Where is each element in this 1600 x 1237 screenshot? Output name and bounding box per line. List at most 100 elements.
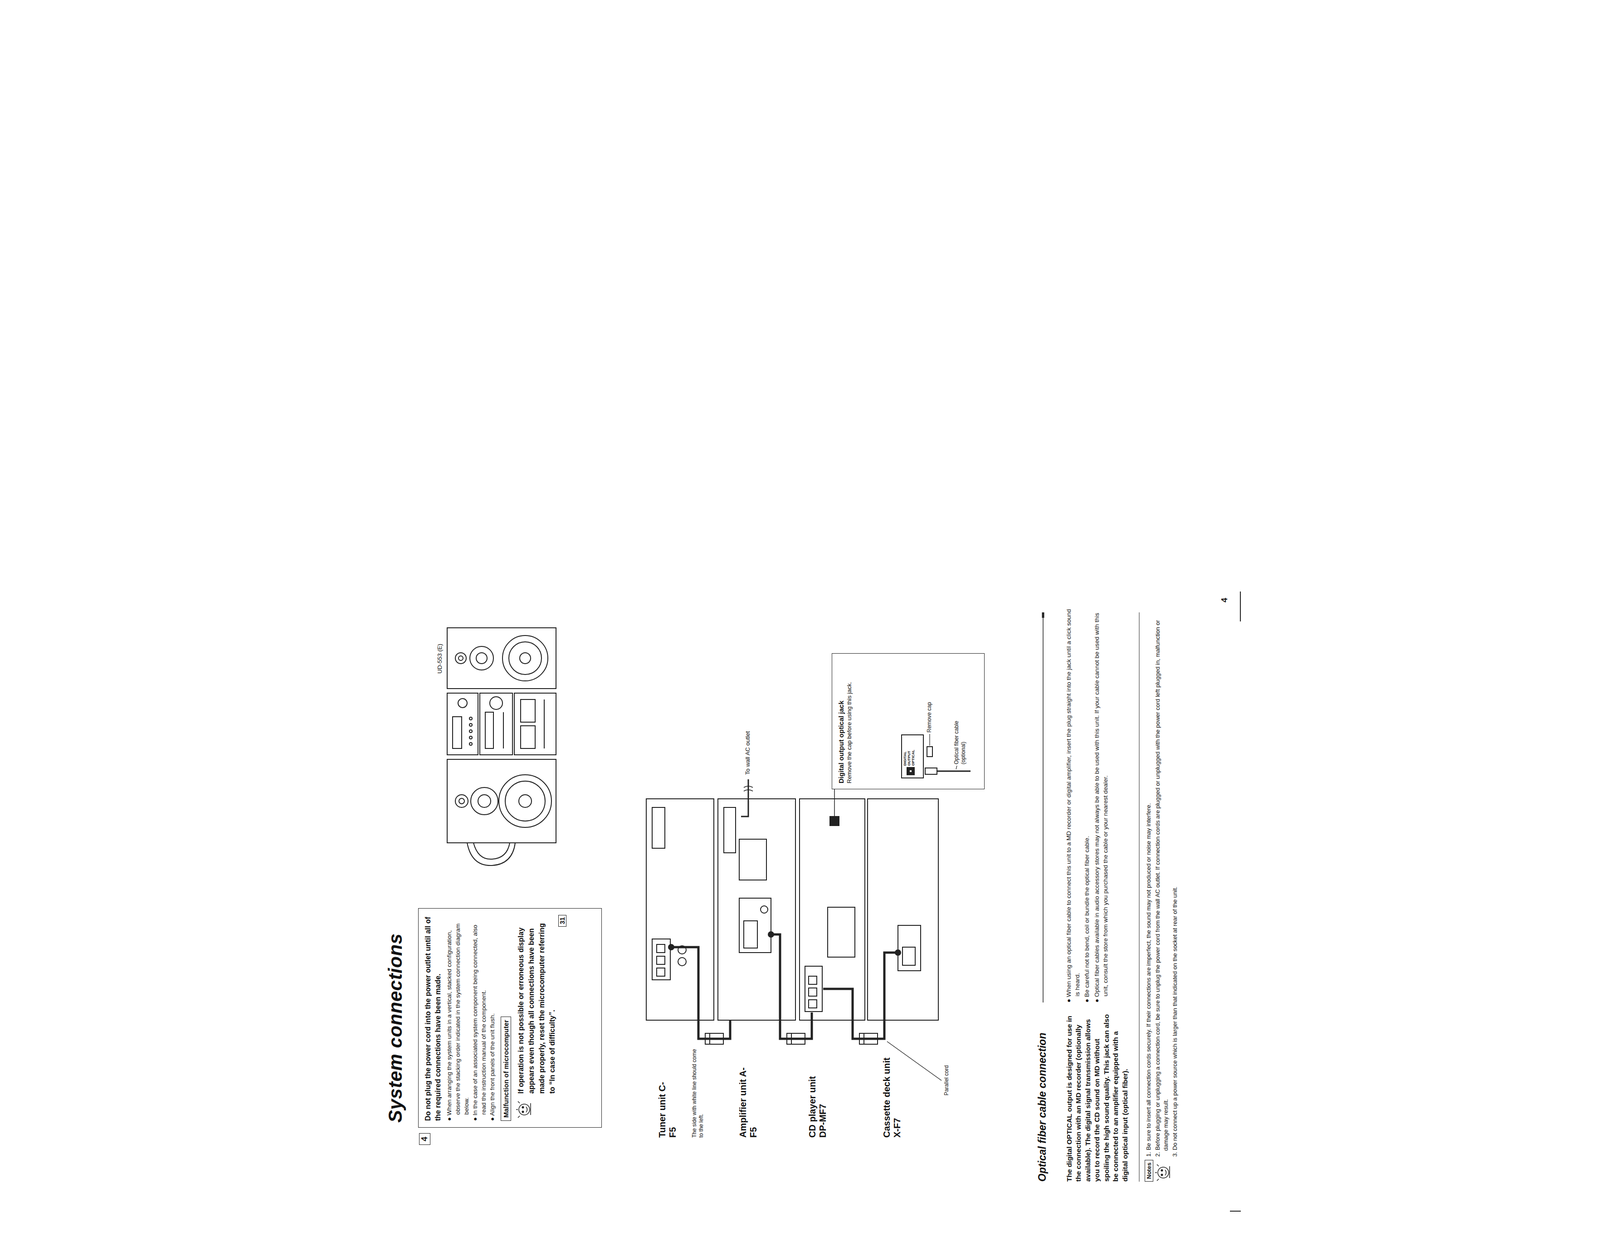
cd-rear-panel: [829, 816, 840, 826]
system-illustration: [518, 794, 532, 808]
part-label: Remove cap: [926, 702, 933, 733]
system-illustration: [470, 787, 498, 815]
tuner-rear-panel: [668, 944, 674, 950]
section-heading: Optical fiber cable connection: [1036, 1032, 1049, 1182]
system-illustration: [452, 716, 462, 749]
system-illustration: [447, 627, 557, 689]
amplifier-rear-panel: [723, 807, 736, 853]
notes-tag: Notes: [1144, 1159, 1154, 1182]
tuner-rear-panel: [656, 956, 665, 965]
system-illustration: [485, 712, 494, 749]
divider-line: [1042, 612, 1045, 618]
bullet-text: ● Optical fiber cables available in audi…: [1092, 606, 1110, 1003]
manual-page: System connectionsDo not plug the power …: [380, 589, 1243, 1225]
parallel-cord: [852, 1020, 885, 1039]
system-illustration: [458, 698, 468, 708]
amplifier-rear-panel: [723, 807, 781, 1020]
cassette-rear-panel: [884, 952, 898, 1020]
system-illustration: [469, 646, 494, 670]
system-illustration: [519, 652, 531, 664]
note-text: 2. Before plugging or unplugging a conne…: [1153, 608, 1171, 1157]
section-tab: 4: [419, 1132, 431, 1145]
notice-icon: [1165, 1169, 1167, 1176]
unit-box: Cassette deck unit X-F7: [867, 798, 939, 1021]
tuner-rear-panel: [670, 946, 699, 1020]
crop-mark: [1229, 1210, 1241, 1212]
system-illustration: [455, 794, 469, 808]
cassette-rear-panel: [902, 946, 916, 966]
note-text: 1. Be sure to insert all connection cord…: [1144, 608, 1153, 1157]
system-illustration: [458, 655, 464, 661]
optical-jack-drawing: [909, 769, 913, 773]
notice-icon: [526, 1106, 528, 1113]
system-illustration: [473, 842, 510, 859]
cd-rear-panel: [834, 799, 835, 817]
system-illustration: [502, 635, 548, 681]
system-illustration: [469, 717, 473, 720]
node-text: ● In the case of an associated system co…: [471, 914, 489, 1121]
amplifier-rear-panel: [743, 920, 758, 948]
system-illustration: [469, 729, 473, 733]
model-code: UD-553 (E): [436, 643, 444, 674]
system-illustration: [467, 842, 516, 866]
system-illustration: [455, 652, 467, 664]
part-label: Parallel cord: [943, 1064, 950, 1096]
leader-line: [887, 1041, 942, 1081]
cable-note: The side with white line should come to …: [691, 1046, 705, 1138]
node-text: Do not plug the power cord into the powe…: [423, 914, 443, 1121]
bullet-text: ● Be careful not to bend, coil or bundle…: [1082, 606, 1092, 1003]
notice-icon: [516, 1101, 531, 1118]
node-text: ● Align the front panels of the unit flu…: [488, 914, 498, 1121]
cassette-rear-panel: [884, 925, 921, 1020]
cassette-rear-panel: [897, 925, 921, 971]
notice-icon: [521, 1110, 524, 1113]
system-illustration: [505, 780, 546, 821]
amplifier-rear-panel: [739, 897, 771, 953]
notice-icon: [516, 1101, 531, 1118]
tuner-rear-panel: [656, 967, 665, 976]
cd-rear-panel: [804, 799, 855, 1020]
notice-icon: [1160, 1169, 1163, 1171]
leader-line: [887, 733, 957, 1081]
node-text: CD player unit DP-MF7: [807, 1060, 829, 1138]
cassette-rear-panel: [895, 949, 901, 956]
tuner-rear-panel: [656, 944, 665, 953]
node-text: Remove the cap before using this jack.: [845, 658, 854, 784]
cd-rear-panel: [804, 965, 823, 1012]
system-illustration: [479, 692, 513, 755]
amplifier-rear-panel: [739, 839, 767, 880]
unit-box: Tuner unit C-F5: [645, 798, 715, 1021]
node-text: ● When arranging the system units in a v…: [445, 914, 472, 1121]
system-illustration: [520, 725, 536, 749]
tuner-rear-panel: [678, 957, 687, 966]
system-illustration: [489, 696, 503, 710]
warning-box: Do not plug the power cord into the powe…: [418, 907, 602, 1128]
optical-jack-drawing: [936, 770, 971, 772]
crop-mark: [1239, 591, 1241, 622]
node-text: Cassette deck unit X-F7: [881, 1046, 903, 1138]
ac-cord: [743, 785, 753, 791]
system-illustration: [478, 794, 491, 808]
node-text: Amplifier unit A-F5: [737, 1062, 759, 1138]
node-text: If operation is not possible or erroneou…: [515, 914, 558, 1121]
panel-marking: DIGITAL OUTPUT OPTICAL: [903, 736, 916, 766]
cd-rear-panel: [808, 999, 817, 1008]
system-illustration: [447, 759, 557, 843]
system-illustration: [520, 699, 536, 722]
cd-rear-panel: [808, 975, 817, 985]
unit-box: CD player unit DP-MF7: [799, 798, 866, 1021]
system-illustration: [469, 736, 473, 739]
system-illustration: [447, 692, 479, 755]
tuner-rear-panel: [652, 938, 671, 980]
notice-icon: [1157, 1166, 1169, 1178]
cd-rear-panel: [810, 1012, 814, 1020]
system-illustration: [502, 712, 504, 749]
divider-line: [1139, 612, 1140, 1182]
system-illustration: [508, 641, 542, 675]
node-text: Digital output optical jack: [836, 658, 846, 784]
system-illustration: [543, 699, 545, 749]
system-illustration: [469, 723, 473, 727]
leader-line: [834, 789, 835, 799]
cd-rear-panel: [827, 907, 855, 957]
node-text: Tuner unit C-F5: [657, 1078, 679, 1138]
